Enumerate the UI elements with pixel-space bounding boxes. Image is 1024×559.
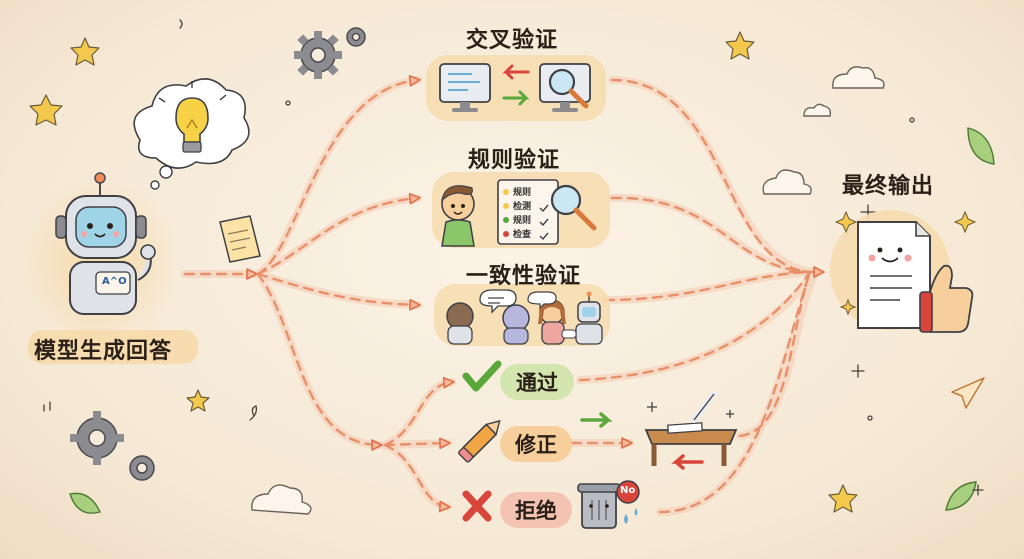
cross-verify-title: 交叉验证: [466, 28, 559, 53]
checklist-item-1: 规则: [513, 188, 532, 198]
magnifier-icon: [548, 68, 589, 109]
cloud-icon: [251, 66, 885, 515]
trash-icon: [577, 483, 621, 529]
final-output-title: 最终输出: [842, 174, 935, 199]
flow-arrows: [181, 75, 825, 516]
cross-verify-illustration: [426, 55, 606, 121]
thumbs-up-icon: [919, 264, 974, 333]
final-output-illustration: [830, 210, 977, 333]
rule-verify-illustration: [432, 172, 610, 248]
background-decor: [29, 19, 995, 515]
rule-verify-title: 规则验证: [468, 148, 561, 173]
checklist-item-3: 规则: [513, 216, 532, 226]
star-icon: [29, 31, 858, 513]
check-icon: [462, 360, 502, 392]
revise-illustration: [458, 391, 738, 470]
reject-pill: 拒绝: [500, 492, 572, 528]
cross-icon: [462, 490, 492, 522]
revise-pill: 修正: [500, 426, 572, 462]
pass-pill: 通过: [500, 364, 574, 400]
pass-illustration: [462, 360, 502, 392]
checklist-item-2: 检测: [513, 202, 532, 212]
thought-bubble: [133, 78, 250, 190]
checklist-item-4: 检查: [513, 230, 532, 240]
robot-illustration: [20, 172, 180, 347]
lightbulb-icon: [158, 81, 227, 153]
robot-chest-text: A^O: [102, 276, 127, 287]
leaf-icon: [69, 127, 995, 514]
document-icon: [219, 215, 261, 263]
no-badge-text: No: [620, 485, 636, 496]
consistency-verify-title: 一致性验证: [466, 264, 582, 289]
generate-label-bg: [28, 330, 198, 364]
consistency-illustration: [434, 284, 610, 346]
reject-illustration: [462, 480, 640, 529]
generate-node-label: 模型生成回答: [34, 339, 173, 364]
gear-icon: [70, 27, 366, 481]
paper-plane-icon: [951, 377, 985, 409]
desk-illustration: [644, 391, 738, 466]
pencil-icon: [458, 419, 501, 463]
